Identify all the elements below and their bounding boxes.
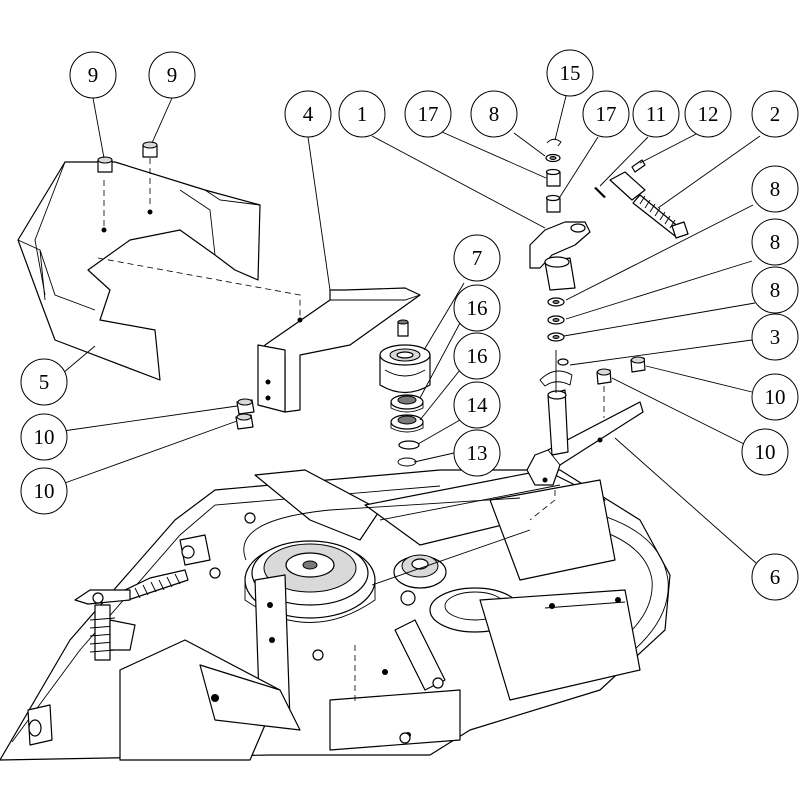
snap-ring-part-13 bbox=[397, 457, 417, 467]
bolt-part-12 bbox=[631, 159, 646, 173]
nut-10-upper-left bbox=[236, 398, 255, 415]
clip-part-15 bbox=[546, 138, 562, 147]
idler-pulley-part-7 bbox=[379, 344, 431, 394]
bushing-part-17-upper bbox=[545, 168, 561, 187]
leader-lines bbox=[61, 95, 761, 564]
callout-12: 12 bbox=[684, 90, 732, 138]
plate-part-6 bbox=[526, 350, 644, 486]
svg-text:15: 15 bbox=[560, 61, 581, 85]
washer-part-8-top bbox=[545, 153, 561, 163]
callout-10b: 10 bbox=[741, 428, 789, 476]
bracket-part-4 bbox=[257, 287, 421, 413]
svg-text:10: 10 bbox=[34, 425, 55, 449]
svg-text:1: 1 bbox=[357, 102, 368, 126]
callout-10d: 10 bbox=[20, 467, 68, 515]
callout-10a: 10 bbox=[751, 373, 799, 421]
washer-part-14 bbox=[398, 440, 420, 450]
callout-9a: 9 bbox=[69, 51, 117, 99]
callout-4: 4 bbox=[284, 90, 332, 138]
svg-text:17: 17 bbox=[418, 102, 439, 126]
flange-nut-9a bbox=[97, 156, 113, 173]
svg-text:17: 17 bbox=[596, 102, 617, 126]
svg-text:11: 11 bbox=[646, 102, 666, 126]
svg-text:14: 14 bbox=[467, 393, 489, 417]
svg-text:8: 8 bbox=[770, 177, 781, 201]
callout-8d: 8 bbox=[751, 266, 799, 314]
svg-text:16: 16 bbox=[467, 296, 488, 320]
callout-11: 11 bbox=[632, 90, 680, 138]
callout-8b: 8 bbox=[751, 165, 799, 213]
callout-9b: 9 bbox=[148, 51, 196, 99]
svg-text:10: 10 bbox=[765, 385, 786, 409]
callout-10c: 10 bbox=[20, 413, 68, 461]
callout-8a: 8 bbox=[470, 90, 518, 138]
svg-text:7: 7 bbox=[472, 246, 483, 270]
washer-part-8-c bbox=[547, 332, 565, 342]
svg-text:8: 8 bbox=[770, 278, 781, 302]
svg-text:10: 10 bbox=[34, 479, 55, 503]
washer-part-8-b bbox=[547, 315, 565, 325]
svg-text:13: 13 bbox=[467, 441, 488, 465]
callout-16a: 16 bbox=[453, 284, 501, 332]
mower-deck-assembly bbox=[0, 469, 671, 761]
svg-text:9: 9 bbox=[88, 63, 99, 87]
pin-part-11 bbox=[594, 187, 606, 198]
svg-text:10: 10 bbox=[755, 440, 776, 464]
svg-text:12: 12 bbox=[698, 102, 719, 126]
flange-nut-9b bbox=[142, 141, 158, 158]
callout-16b: 16 bbox=[453, 332, 501, 380]
svg-text:9: 9 bbox=[167, 63, 178, 87]
nut-10-plate bbox=[596, 368, 612, 385]
bushing-part-17-lower bbox=[545, 194, 561, 213]
tension-spring-assembly bbox=[74, 569, 189, 661]
nut-10-lower-left bbox=[235, 413, 254, 430]
bearing-part-16-upper bbox=[390, 394, 424, 413]
adjuster-bolt-part-2 bbox=[609, 171, 689, 239]
callout-13: 13 bbox=[453, 429, 501, 477]
idler-pulley-assembled bbox=[393, 554, 447, 589]
washer-part-8-a bbox=[547, 297, 565, 307]
callout-14: 14 bbox=[453, 381, 501, 429]
svg-text:3: 3 bbox=[770, 325, 781, 349]
svg-text:8: 8 bbox=[489, 102, 500, 126]
svg-text:5: 5 bbox=[39, 370, 50, 394]
idler-arm-part-1 bbox=[529, 221, 591, 291]
nut-10-right bbox=[630, 356, 646, 373]
belt-cover-part-5 bbox=[17, 161, 261, 381]
callout-8c: 8 bbox=[751, 218, 799, 266]
svg-text:2: 2 bbox=[770, 102, 781, 126]
callout-7: 7 bbox=[453, 234, 501, 282]
spring-part-3 bbox=[539, 358, 573, 387]
callout-3: 3 bbox=[751, 313, 799, 361]
callout-17b: 17 bbox=[582, 90, 630, 138]
callout-17a: 17 bbox=[404, 90, 452, 138]
callout-1: 1 bbox=[338, 90, 386, 138]
svg-text:16: 16 bbox=[467, 344, 488, 368]
callout-6: 6 bbox=[751, 553, 799, 601]
bearing-part-16-lower bbox=[390, 414, 424, 433]
callout-5: 5 bbox=[20, 358, 68, 406]
callout-15: 15 bbox=[546, 49, 594, 97]
svg-text:4: 4 bbox=[303, 102, 314, 126]
svg-text:8: 8 bbox=[770, 230, 781, 254]
svg-text:6: 6 bbox=[770, 565, 781, 589]
callout-2: 2 bbox=[751, 90, 799, 138]
